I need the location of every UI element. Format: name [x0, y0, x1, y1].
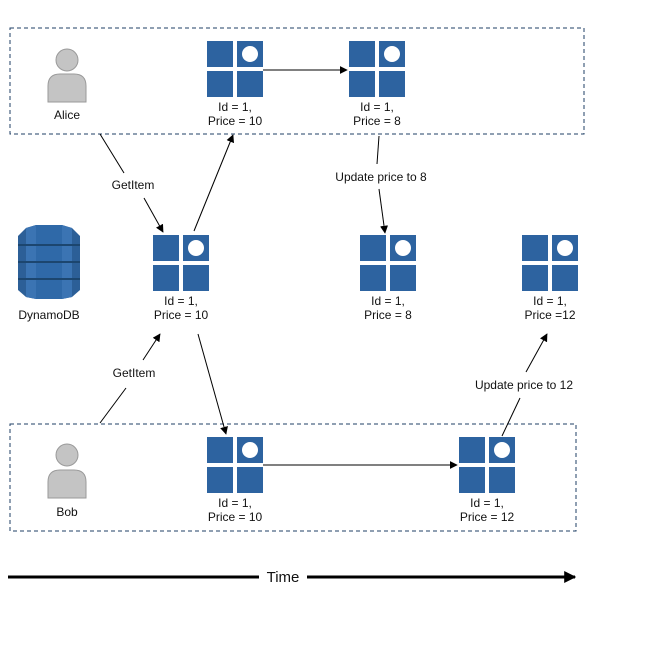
item-label-bob-write-price: Price = 12: [460, 510, 515, 524]
edge-label-bob-update: Update price to 12: [475, 378, 573, 392]
item-label-alice-read-price: Price = 10: [208, 114, 263, 128]
dynamodb-icon: [18, 225, 80, 299]
alice-label: Alice: [54, 108, 80, 122]
item-label-db-v1-id: Id = 1,: [164, 294, 198, 308]
item-icon-db-v3: [522, 235, 578, 291]
item-label-db-v3-price: Price =12: [524, 308, 575, 322]
arrow-alice-to-db-segment: [99, 133, 125, 174]
bob-user-icon: [47, 443, 87, 499]
item-label-bob-read-id: Id = 1,: [218, 496, 252, 510]
item-label-alice-write-id: Id = 1,: [360, 100, 394, 114]
item-label-db-v2-price: Price = 8: [364, 308, 412, 322]
arrow-bob-getitem: [142, 333, 161, 361]
item-icon-bob-write: [459, 437, 515, 493]
item-icon-db-v2: [360, 235, 416, 291]
arrow-alice-update: [378, 188, 388, 234]
item-label-db-v2-id: Id = 1,: [371, 294, 405, 308]
timeline-label: Time: [267, 569, 300, 586]
arrow-alice-getitem: [143, 197, 164, 233]
bob-label: Bob: [56, 505, 78, 519]
edge-label-alice-getitem: GetItem: [112, 178, 155, 192]
item-label-db-v1-price: Price = 10: [154, 308, 209, 322]
arrow-bob-update-segment: [501, 397, 521, 437]
edge-label-alice-update: Update price to 8: [335, 170, 427, 184]
bob-frame: [9, 423, 577, 532]
item-label-bob-read-price: Price = 10: [208, 510, 263, 524]
item-label-db-v3-id: Id = 1,: [533, 294, 567, 308]
item-label-alice-write-price: Price = 8: [353, 114, 401, 128]
arrow-bob-update: [525, 333, 548, 373]
arrow-db-to-bob-read: [197, 333, 228, 435]
arrow-db-to-alice-read: [193, 134, 234, 232]
alice-user-icon: [47, 48, 87, 103]
dynamodb-label: DynamoDB: [18, 308, 79, 322]
item-label-alice-read-id: Id = 1,: [218, 100, 252, 114]
item-label-bob-write-id: Id = 1,: [470, 496, 504, 510]
item-icon-alice-write: [349, 41, 405, 97]
item-icon-alice-read: [207, 41, 263, 97]
alice-frame: [9, 27, 585, 135]
item-icon-db-v1: [153, 235, 209, 291]
item-icon-bob-read: [207, 437, 263, 493]
arrow-alice-update-segment: [376, 135, 380, 165]
arrow-bob-to-db-segment: [99, 387, 127, 424]
edge-label-bob-getitem: GetItem: [113, 366, 156, 380]
